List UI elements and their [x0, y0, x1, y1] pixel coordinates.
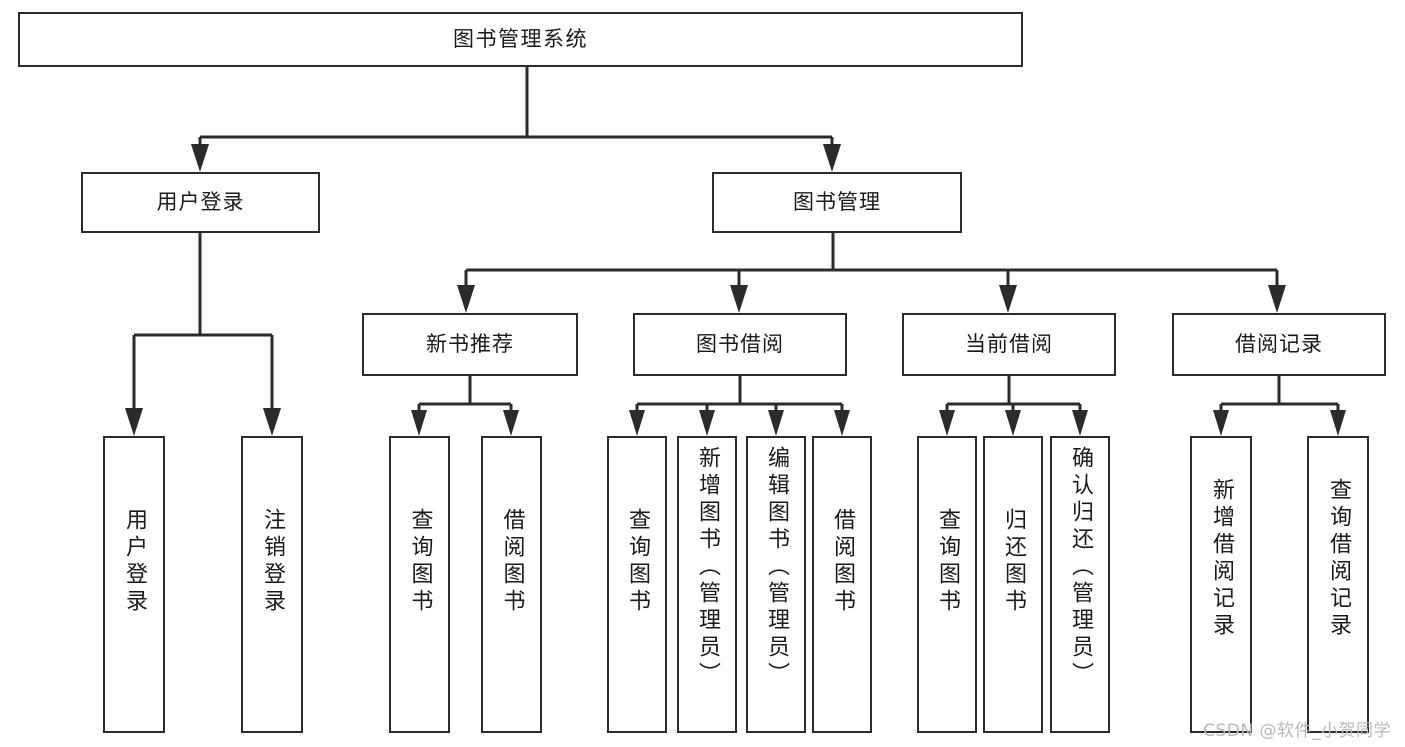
leaf-add-book-admin-label: 新增图书（管理员） [695, 446, 720, 689]
arrow-bm-new [457, 285, 475, 313]
leaf-query-book-recommend[interactable]: 查询图书 [389, 436, 450, 733]
arrow-login-leaf1 [125, 408, 143, 436]
arrow-bm-current [999, 285, 1017, 313]
leaf-edit-book-admin-label: 编辑图书（管理员） [764, 446, 789, 689]
arrow-borrow-leaf3 [768, 410, 784, 436]
node-current-borrow-label: 当前借阅 [965, 332, 1053, 357]
arrow-new-leaf1 [411, 410, 427, 436]
leaf-confirm-return-admin-label: 确认归还（管理员） [1068, 446, 1093, 689]
node-user-login[interactable]: 用户登录 [81, 172, 320, 233]
arrow-new-leaf2 [503, 410, 519, 436]
leaf-user-login[interactable]: 用户登录 [103, 436, 165, 733]
leaf-edit-book-admin[interactable]: 编辑图书（管理员） [746, 436, 806, 733]
leaf-query-borrow-record[interactable]: 查询借阅记录 [1307, 436, 1369, 733]
leaf-return-book[interactable]: 归还图书 [983, 436, 1043, 733]
arrow-record-leaf1 [1213, 410, 1229, 436]
leaf-logout[interactable]: 注销登录 [241, 436, 303, 733]
leaf-borrow-book-label: 借阅图书 [830, 508, 855, 616]
arrow-borrow-leaf2 [699, 410, 715, 436]
node-book-borrow-label: 图书借阅 [696, 332, 784, 357]
watermark: CSDN @软件_小贺同学 [1203, 721, 1391, 741]
arrow-current-leaf2 [1005, 410, 1021, 436]
node-root-label: 图书管理系统 [453, 27, 588, 52]
arrow-borrow-leaf4 [834, 410, 850, 436]
leaf-query-book-recommend-label: 查询图书 [407, 508, 433, 616]
node-book-management[interactable]: 图书管理 [712, 172, 962, 233]
leaf-query-book-label: 查询图书 [625, 508, 650, 616]
node-borrow-record[interactable]: 借阅记录 [1172, 313, 1386, 376]
leaf-add-book-admin[interactable]: 新增图书（管理员） [677, 436, 737, 733]
leaf-add-borrow-record[interactable]: 新增借阅记录 [1190, 436, 1252, 733]
arrow-login-leaf2 [263, 408, 281, 436]
node-root[interactable]: 图书管理系统 [18, 12, 1023, 67]
leaf-user-login-label: 用户登录 [122, 508, 147, 616]
arrow-bm-record [1268, 285, 1286, 313]
leaf-logout-label: 注销登录 [260, 508, 285, 616]
node-new-book-recommend[interactable]: 新书推荐 [362, 313, 578, 376]
leaf-borrow-book-recommend[interactable]: 借阅图书 [481, 436, 542, 733]
node-new-book-recommend-label: 新书推荐 [426, 332, 514, 357]
leaf-confirm-return-admin[interactable]: 确认归还（管理员） [1050, 436, 1110, 733]
leaf-borrow-book-recommend-label: 借阅图书 [499, 508, 525, 616]
arrow-root-to-bookmgmt [823, 144, 841, 172]
leaf-add-borrow-record-label: 新增借阅记录 [1209, 478, 1234, 640]
arrow-record-leaf2 [1330, 410, 1346, 436]
leaf-return-book-label: 归还图书 [1001, 508, 1026, 616]
node-current-borrow[interactable]: 当前借阅 [902, 313, 1116, 376]
arrow-current-leaf3 [1072, 410, 1088, 436]
leaf-borrow-book[interactable]: 借阅图书 [812, 436, 872, 733]
node-user-login-label: 用户登录 [156, 190, 245, 215]
arrow-borrow-leaf1 [629, 410, 645, 436]
leaf-query-book[interactable]: 查询图书 [607, 436, 667, 733]
node-book-borrow[interactable]: 图书借阅 [633, 313, 847, 376]
leaf-query-borrow-record-label: 查询借阅记录 [1326, 478, 1351, 640]
node-borrow-record-label: 借阅记录 [1235, 332, 1323, 357]
arrow-bm-borrow [730, 285, 748, 313]
node-book-management-label: 图书管理 [793, 190, 881, 215]
arrow-root-to-login [191, 144, 209, 172]
leaf-query-book-current[interactable]: 查询图书 [917, 436, 977, 733]
arrow-current-leaf1 [939, 410, 955, 436]
leaf-query-book-current-label: 查询图书 [935, 508, 960, 616]
